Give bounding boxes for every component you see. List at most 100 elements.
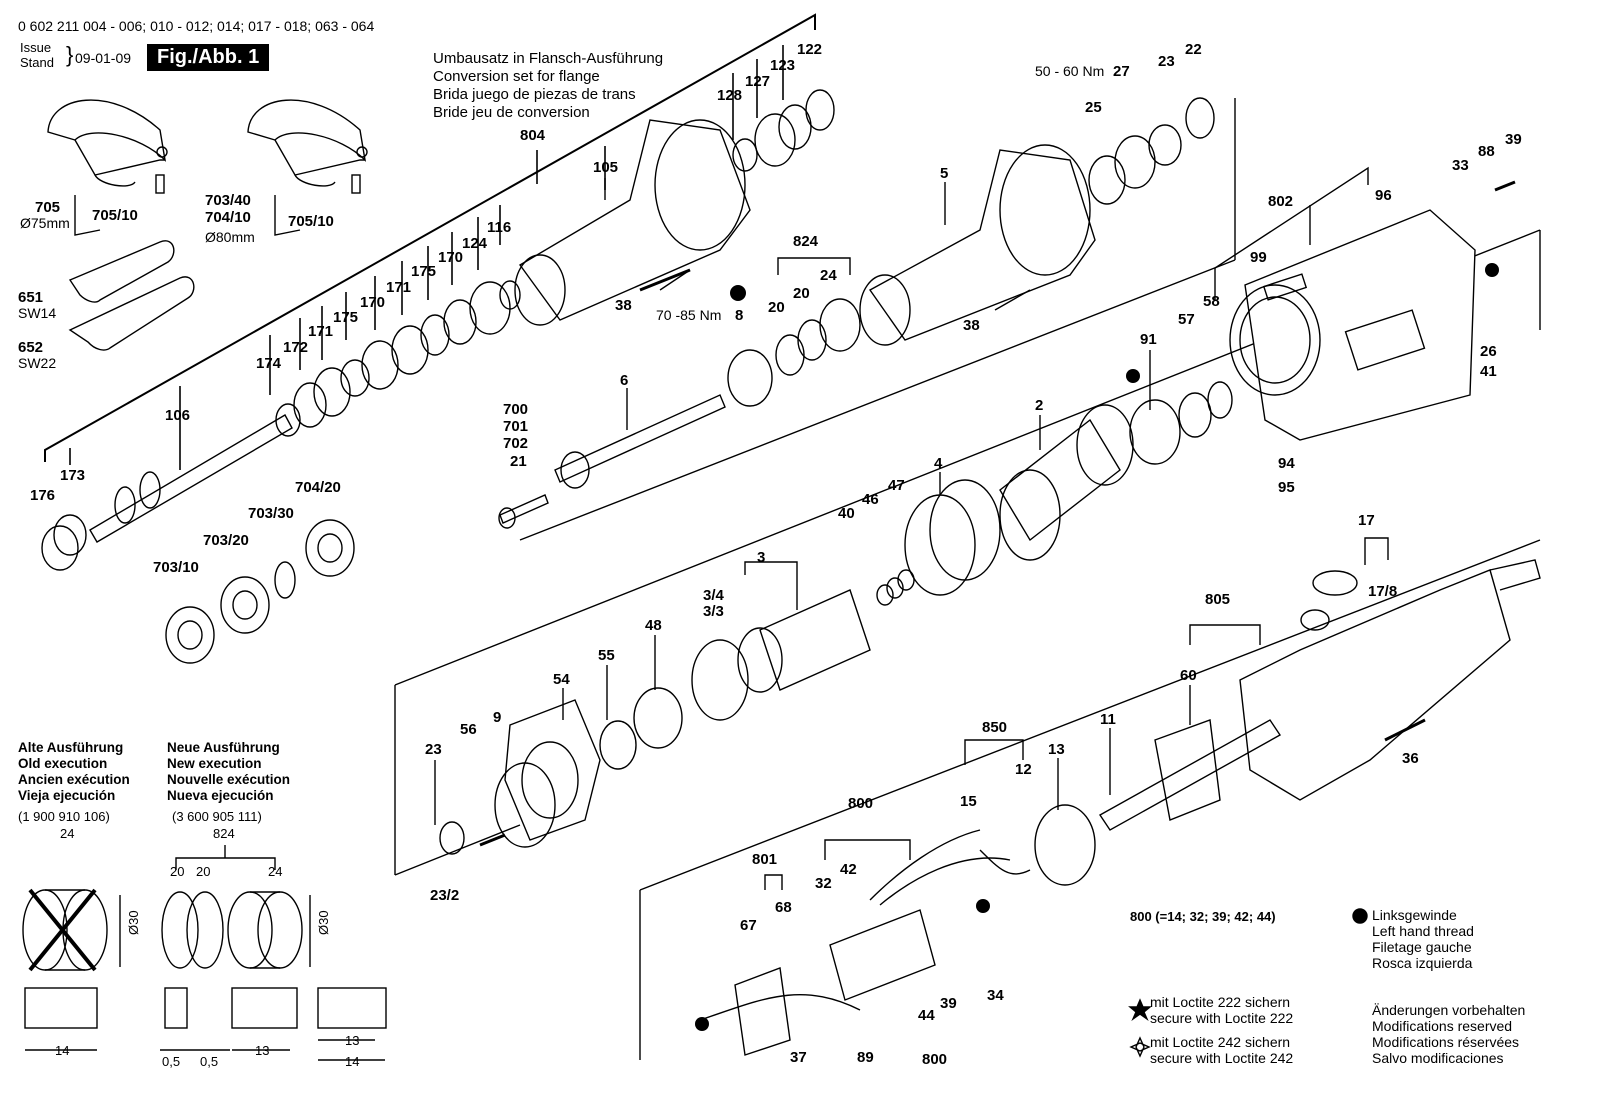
label-2: 2 [1035,397,1043,414]
label-175b: 175 [333,309,358,326]
ring-703-30 [274,561,296,599]
issue-date: 09-01-09 [75,50,132,66]
label-20b: 20 [793,285,810,302]
torque-70-85: 70 -85 Nm [656,307,721,323]
label-44: 44 [918,1007,935,1024]
wrench-652 [68,276,195,351]
label-703-30: 703/30 [248,505,294,522]
label-54: 54 [553,671,570,688]
label-12: 12 [1015,761,1032,778]
switch-800 [829,909,936,1001]
label-703-40: 703/40 [205,192,251,209]
new-exec-dia: Ø30 [316,910,331,935]
label-705-10a: 705/10 [92,207,138,224]
label-170a: 170 [438,249,463,266]
left-thread-icon [730,285,746,301]
label-705: 705 [35,199,60,216]
label-9: 9 [493,709,501,726]
spindle-6 [554,394,726,483]
part-11 [1098,719,1282,831]
s-marker-icon [1126,369,1140,383]
label-47: 47 [888,477,905,494]
frame-line [519,259,1236,541]
label-652: 652 [18,339,43,356]
label-56: 56 [460,721,477,738]
s-marker-icon [695,1017,709,1031]
label-42: 42 [840,861,857,878]
label-26: 26 [1480,343,1497,360]
label-651: 651 [18,289,43,306]
new-exec-sub-24: 24 [268,864,282,879]
label-824: 824 [793,233,819,250]
housing-105 [514,119,751,326]
label-33: 33 [1452,157,1469,174]
label-805: 805 [1205,591,1230,608]
label-105: 105 [593,159,618,176]
label-sw14: SW14 [18,305,56,321]
new-exec-dim-0: 0,5 [162,1054,180,1069]
label-41: 41 [1480,363,1497,380]
label-40: 40 [838,505,855,522]
label-800b: 800 [922,1051,947,1068]
label-850: 850 [982,719,1007,736]
new-exec-dim-3: 13 [345,1033,359,1048]
label-3: 3 [757,549,765,566]
bearing-48 [633,687,683,749]
label-55: 55 [598,647,615,664]
o-marker-icon [976,899,990,913]
label-124: 124 [462,235,488,252]
label-15: 15 [960,793,977,810]
frame-line [394,824,521,876]
new-exec-sub-20a: 20 [170,864,184,879]
label-20a: 20 [768,299,785,316]
label-11: 11 [1100,711,1116,728]
ring-9 [494,762,556,848]
label-32: 32 [815,875,832,892]
ring-91 [1129,399,1181,465]
label-17: 17 [1358,512,1375,529]
armature-3 [691,589,871,721]
new-exec-label-824: 824 [213,826,235,841]
label-23b: 23 [425,741,442,758]
label-24: 24 [820,267,837,284]
label-705-10b: 705/10 [288,213,334,230]
label-sw22: SW22 [18,355,56,371]
label-703-20: 703/20 [203,532,249,549]
label-5: 5 [940,165,948,182]
capacitor-13 [1034,804,1096,886]
new-execution-partno: (3 600 905 111) [172,809,262,824]
label-116: 116 [487,219,511,236]
ring-176 [41,525,79,571]
label-58: 58 [1203,293,1220,310]
torque-50-60: 50 - 60 Nm [1035,63,1104,79]
new-execution-drawing [160,845,387,1061]
label-3-4: 3/4 [703,587,725,604]
label-4: 4 [934,455,943,472]
label-700: 700 [503,401,528,418]
label-38b: 38 [963,317,980,334]
part-23 [439,821,465,855]
label-89: 89 [857,1049,874,1066]
figure-label: Fig./Abb. 1 [147,44,270,71]
nut-704-20 [305,519,355,577]
label-123: 123 [770,57,795,74]
switch-17-8 [1312,570,1358,596]
label-34: 34 [987,987,1004,1004]
new-exec-dim-2: 13 [255,1043,269,1058]
new-exec-dim-4: 14 [345,1054,359,1069]
label-95: 95 [1278,479,1295,496]
label-176: 176 [30,487,55,504]
label-6: 6 [620,372,628,389]
label-172: 172 [283,339,308,356]
label-46: 46 [862,491,879,508]
label-23a: 23 [1158,53,1175,70]
label-38a: 38 [615,297,632,314]
gasket-60 [1154,719,1221,821]
label-27: 27 [1113,63,1130,80]
label-88: 88 [1478,143,1495,160]
